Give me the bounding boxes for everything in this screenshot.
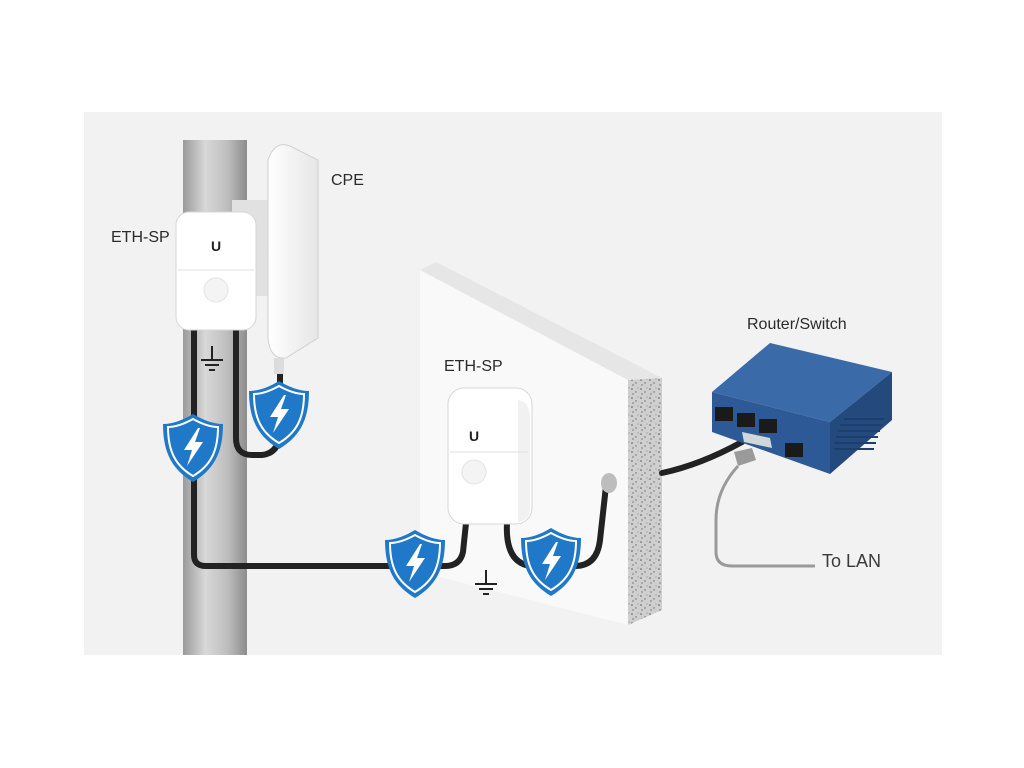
lightning-shield-icon [248, 380, 310, 450]
eth-sp-wall-label: ETH-SP [444, 358, 503, 375]
router-switch-label: Router/Switch [747, 316, 847, 333]
cpe-label: CPE [331, 172, 364, 189]
eth-sp-pole-label: ETH-SP [111, 229, 170, 246]
router-switch [712, 343, 892, 474]
eth-sp-wall-device: U [447, 387, 533, 525]
lightning-shield-icon [384, 529, 446, 599]
eth-sp-pole-device: U [175, 211, 257, 331]
svg-text:U: U [211, 238, 221, 254]
to-lan-label: To LAN [822, 551, 882, 571]
svg-text:U: U [469, 428, 479, 444]
lan-cable [714, 464, 815, 568]
wall-entry-hole [601, 473, 617, 493]
